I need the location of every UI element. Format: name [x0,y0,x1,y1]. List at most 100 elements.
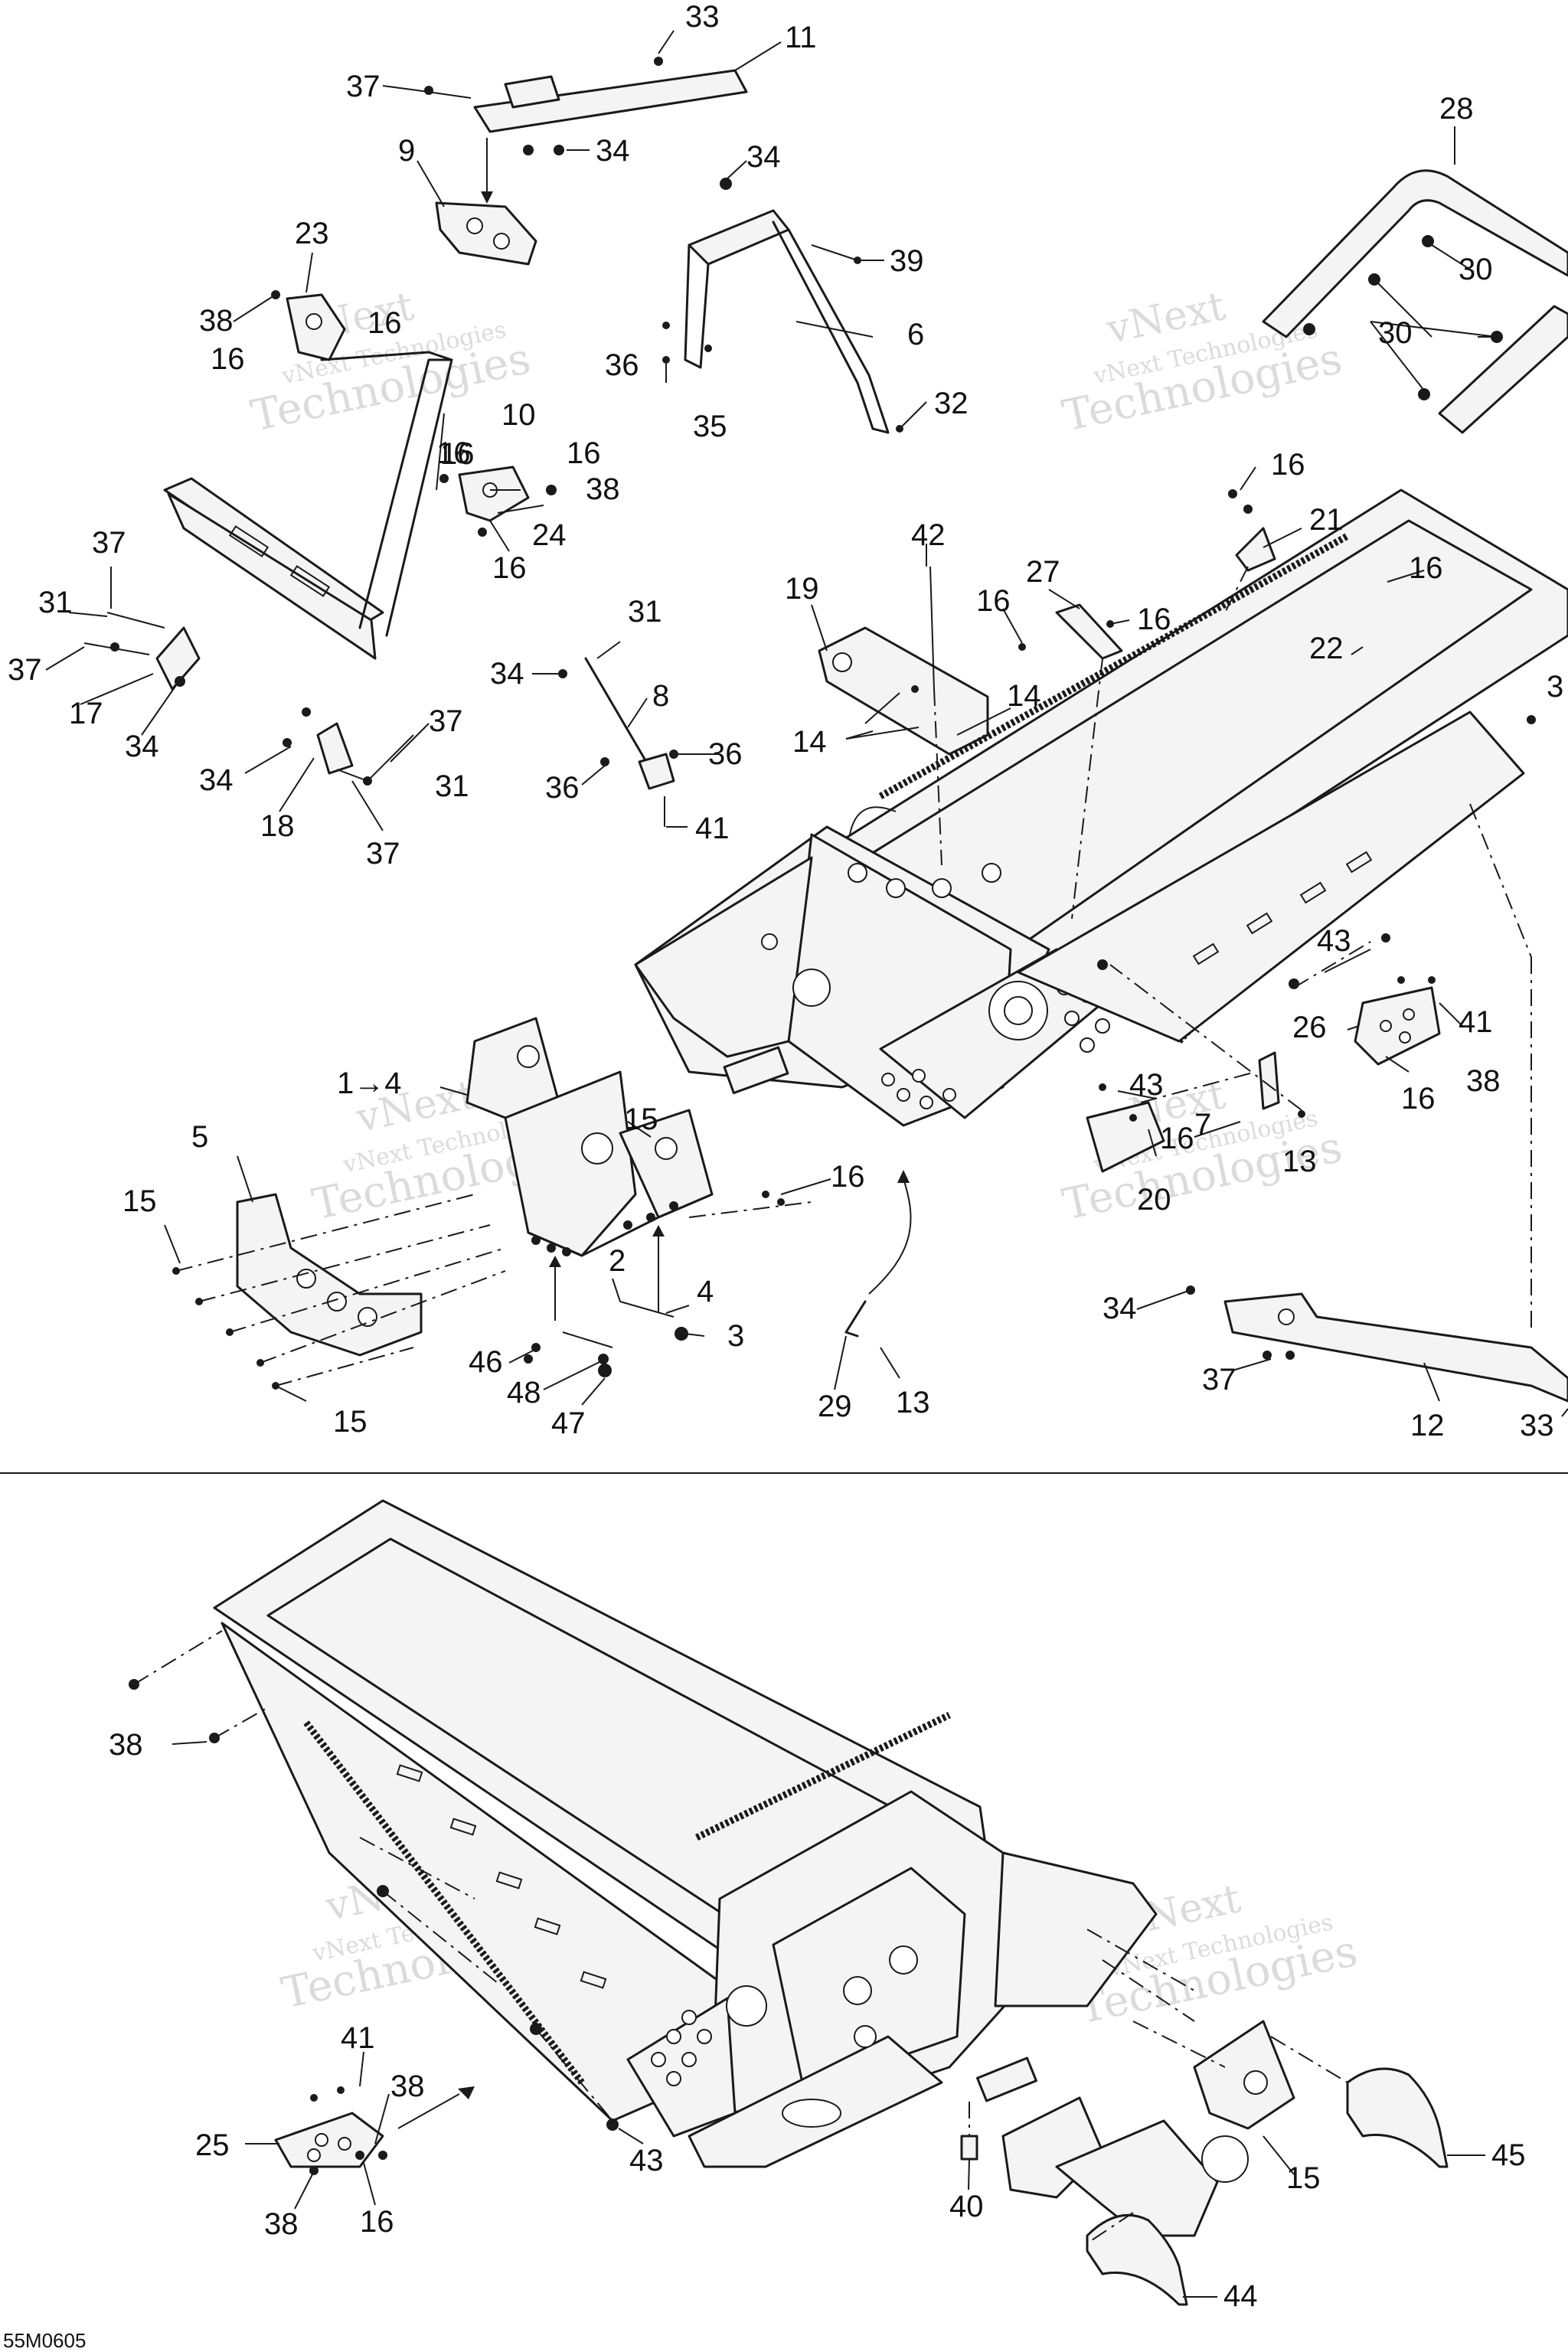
callout-label: 34 [490,657,524,691]
callout-label: 34 [596,134,630,168]
callout-label: 32 [934,387,969,420]
bottom-view-parts [129,1499,1485,2306]
part-11-front-tube [416,57,748,155]
callout-label: 30 [1378,316,1413,350]
callout-label: 22 [1309,632,1344,665]
part-40-bracket [960,2135,978,2161]
part-28-rear-bumper [1262,169,1568,434]
callout-label: 26 [1292,1011,1327,1044]
callout-label: 42 [911,518,946,552]
callout-label: 34 [125,730,159,763]
callout-label: 27 [1026,555,1060,589]
callout-label: 41 [1459,1005,1493,1039]
callout-label: 41 [695,812,730,845]
callout-label: 23 [295,217,329,250]
part-45-pad [1346,2067,1485,2168]
callout-label: 34 [746,140,781,174]
main-chassis-top [634,488,1568,1127]
leader-lines-top [45,30,1568,1417]
callout-label: 38 [264,2207,299,2241]
callout-label: 11 [785,21,817,54]
callout-label: 33 [1520,1409,1554,1442]
part-23-bracket [271,290,346,361]
callout-label: 8 [652,679,669,713]
callout-label: 38 [586,472,620,506]
callout-label: 13 [1282,1145,1317,1178]
hardware-dots-bottom [129,1679,619,2131]
callout-label: 45 [1491,2138,1526,2172]
callout-label: 41 [341,2021,375,2055]
top-view-parts [45,30,1568,1417]
callout-label: 15 [1286,2161,1321,2195]
part-20-bracket [1086,1083,1165,1173]
part-18-bracket [283,707,372,786]
callout-label: 5 [191,1120,208,1154]
callout-label: 35 [693,410,727,443]
callout-label: 16 [1401,1082,1436,1116]
callout-label: 16 [436,436,471,470]
callout-label: 16 [1137,603,1171,636]
callout-label: 14 [792,725,827,759]
callout-label: 13 [896,1386,930,1419]
callout-label: 1→4 [337,1067,402,1100]
callout-label: 25 [195,2128,230,2162]
callout-label: 3 [727,1319,744,1353]
callout-label: 38 [199,304,234,338]
callout-label: 3 [1547,670,1563,704]
leader-lines-bottom [172,1741,1295,2210]
part-9-bracket [435,138,537,266]
callout-label: 36 [605,348,639,382]
callout-label: 34 [199,763,234,797]
callout-label: 38 [390,2069,425,2103]
part-6-steering-support [662,178,903,434]
callout-label: 6 [907,318,924,351]
assembly-lines-bottom [133,1630,1348,2244]
callout-label: 16 [1271,448,1305,482]
part-25-footrest [274,2086,475,2175]
part-15-bracket-bottom [1001,2020,1295,2237]
part-21-bracket [1228,489,1276,572]
callout-label: 20 [1137,1183,1171,1217]
callout-label: 15 [122,1184,157,1218]
callout-label: 21 [1309,503,1344,537]
callout-label: 16 [440,437,475,471]
callout-label: 47 [551,1406,586,1440]
callout-label: 37 [92,526,126,560]
hardware-dots-top [172,933,1390,1390]
callout-label: 16 [1409,551,1443,585]
callout-label: 16 [831,1160,865,1194]
callout-label: 14 [1007,679,1041,713]
callout-label: 31 [38,586,73,619]
part-19-bracket [818,626,989,756]
callout-label: 18 [260,809,295,843]
callout-label: 43 [1317,924,1351,958]
callout-label: 19 [785,572,819,606]
callout-label: 46 [469,1345,503,1379]
callout-label: 9 [398,134,415,168]
callout-label: 40 [949,2190,984,2223]
part-44-pad [1086,2213,1217,2306]
callout-label: 28 [1439,92,1474,126]
callout-labels: 33 11 37 34 9 34 39 28 23 38 16 16 16 10… [8,0,1563,2313]
callout-label: 34 [1102,1292,1137,1325]
callout-label: 43 [1129,1068,1164,1102]
assembly-lines-top [175,566,1532,1387]
callout-label: 29 [818,1390,852,1423]
part-26-footrest [1354,976,1441,1066]
part-24-bracket [458,466,557,522]
callout-label: 16 [368,306,402,340]
callout-label: 16 [1160,1122,1194,1155]
callout-label: 2 [609,1244,626,1278]
callout-label: 16 [492,551,527,585]
callout-label: 15 [624,1102,658,1136]
callout-label: 37 [366,837,400,871]
part-17-bracket [83,612,201,691]
part-27-strap [1018,603,1123,660]
callout-label: 36 [708,737,743,771]
part-10-front-frame [163,351,487,660]
callout-label: 48 [507,1376,541,1410]
part-1-4-bracket [466,1017,785,1257]
hardware-set-front [524,1225,688,1377]
callout-label: 7 [1194,1108,1211,1142]
callout-label: 38 [109,1728,143,1762]
